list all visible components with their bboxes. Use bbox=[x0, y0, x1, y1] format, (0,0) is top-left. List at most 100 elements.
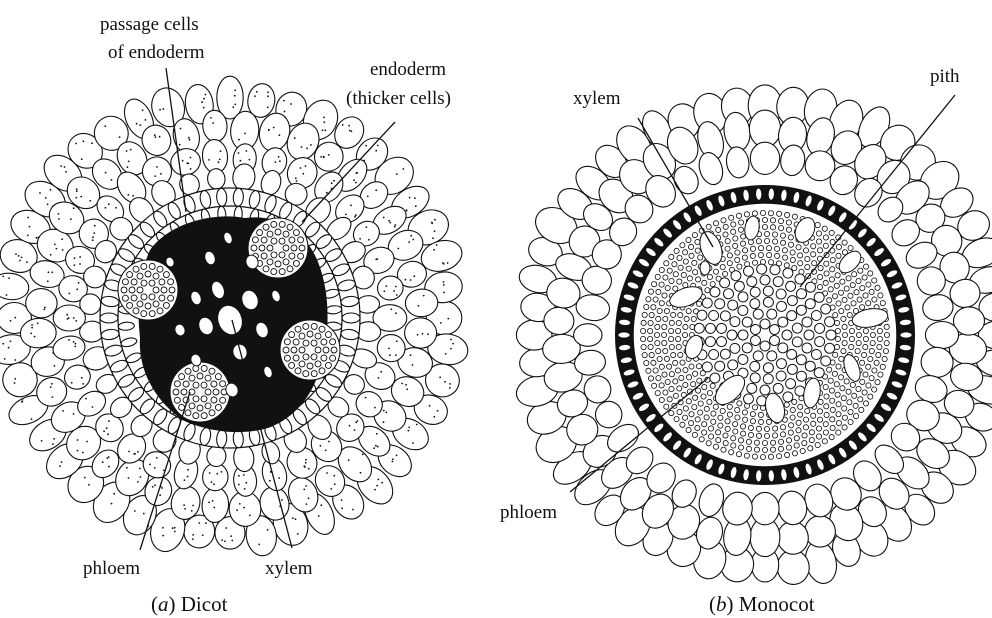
cell-dot bbox=[162, 108, 164, 110]
cell-dot bbox=[44, 307, 46, 309]
stele-cell bbox=[763, 362, 774, 373]
stele-cell bbox=[855, 348, 861, 354]
phloem-cell bbox=[145, 303, 151, 309]
phloem-cell bbox=[307, 363, 313, 369]
stele-cell bbox=[764, 238, 769, 243]
stele-cell bbox=[877, 328, 882, 333]
cortex-cell bbox=[574, 324, 602, 347]
cell-dot bbox=[66, 314, 68, 316]
cell-dot bbox=[357, 420, 359, 422]
cell-dot bbox=[92, 406, 94, 408]
stele-cell bbox=[863, 328, 868, 333]
cell-dot bbox=[143, 513, 145, 515]
cell-dot bbox=[106, 457, 108, 459]
stele-cell bbox=[746, 439, 752, 445]
cell-dot bbox=[443, 263, 445, 265]
cell-dot bbox=[310, 144, 312, 146]
stele-cell bbox=[764, 231, 769, 236]
cell-dot bbox=[305, 459, 307, 461]
cell-dot bbox=[348, 459, 350, 461]
stele-cell bbox=[780, 431, 786, 437]
stele-cell bbox=[884, 340, 890, 346]
cell-dot bbox=[429, 405, 431, 407]
cell-dot bbox=[422, 333, 424, 335]
cell-dot bbox=[108, 203, 110, 205]
cell-dot bbox=[180, 128, 182, 130]
cell-dot bbox=[230, 535, 232, 537]
phloem-cell bbox=[251, 245, 257, 251]
cell-dot bbox=[383, 410, 385, 412]
phloem-cell bbox=[205, 389, 211, 395]
stele-cell bbox=[849, 336, 854, 341]
cell-dot bbox=[51, 271, 53, 273]
cell-dot bbox=[14, 382, 16, 384]
cell-dot bbox=[345, 214, 347, 216]
stele-cell bbox=[655, 316, 661, 322]
cell-dot bbox=[256, 91, 258, 93]
cell-dot bbox=[239, 503, 241, 505]
stele-cell bbox=[877, 336, 882, 341]
cell-dot bbox=[236, 509, 238, 511]
stele-cell bbox=[764, 433, 769, 438]
cell-dot bbox=[238, 139, 240, 141]
cell-dot bbox=[246, 150, 248, 152]
cell-dot bbox=[320, 445, 322, 447]
phloem-cell bbox=[279, 268, 286, 275]
cell-dot bbox=[126, 467, 128, 469]
cell-dot bbox=[391, 308, 393, 310]
phloem-cell bbox=[149, 263, 156, 270]
cell-dot bbox=[152, 486, 154, 488]
cell-dot bbox=[283, 100, 285, 102]
cell-dot bbox=[65, 171, 67, 173]
cell-dot bbox=[385, 412, 387, 414]
cell-dot bbox=[149, 464, 151, 466]
cell-dot bbox=[324, 129, 326, 131]
phloem-cell bbox=[201, 365, 208, 372]
cell-dot bbox=[76, 190, 78, 192]
cell-dot bbox=[79, 263, 81, 265]
stele-cell bbox=[870, 332, 875, 337]
cell-dot bbox=[31, 327, 33, 329]
cell-dot bbox=[51, 383, 53, 385]
stele-cell bbox=[758, 245, 763, 250]
stele-cell bbox=[768, 210, 773, 215]
cell-dot bbox=[355, 422, 357, 424]
cell-dot bbox=[85, 398, 87, 400]
cell-dot bbox=[162, 527, 164, 529]
cell-dot bbox=[43, 309, 45, 311]
cell-dot bbox=[443, 292, 445, 294]
cell-dot bbox=[450, 339, 452, 341]
cell-dot bbox=[202, 534, 204, 536]
stele-cell bbox=[766, 419, 771, 424]
cell-dot bbox=[184, 479, 186, 481]
stele-cell bbox=[655, 324, 661, 330]
phloem-cell bbox=[149, 310, 156, 317]
cell-dot bbox=[415, 205, 417, 207]
cortex-cell bbox=[776, 489, 809, 527]
cell-dot bbox=[349, 425, 351, 427]
stele-cell bbox=[760, 210, 765, 215]
stele-cell bbox=[752, 404, 758, 410]
cell-dot bbox=[6, 294, 8, 296]
cell-dot bbox=[449, 383, 451, 385]
cell-dot bbox=[392, 461, 394, 463]
cell-dot bbox=[22, 400, 24, 402]
stele-cell bbox=[842, 340, 848, 346]
stele-cell bbox=[770, 225, 776, 231]
phloem-cell bbox=[307, 331, 313, 337]
cell-dot bbox=[376, 485, 378, 487]
stele-cell bbox=[772, 239, 778, 245]
stele-cell bbox=[661, 332, 666, 337]
cell-dot bbox=[190, 168, 192, 170]
endoderm-cell bbox=[768, 470, 775, 482]
cell-dot bbox=[76, 288, 78, 290]
cell-dot bbox=[268, 129, 270, 131]
cell-dot bbox=[377, 145, 379, 147]
phloem-cell bbox=[270, 268, 277, 275]
stele-cell bbox=[778, 218, 784, 224]
stele-cell bbox=[642, 312, 648, 318]
cell-dot bbox=[367, 196, 369, 198]
cell-dot bbox=[189, 139, 191, 141]
cell-dot bbox=[26, 261, 28, 263]
